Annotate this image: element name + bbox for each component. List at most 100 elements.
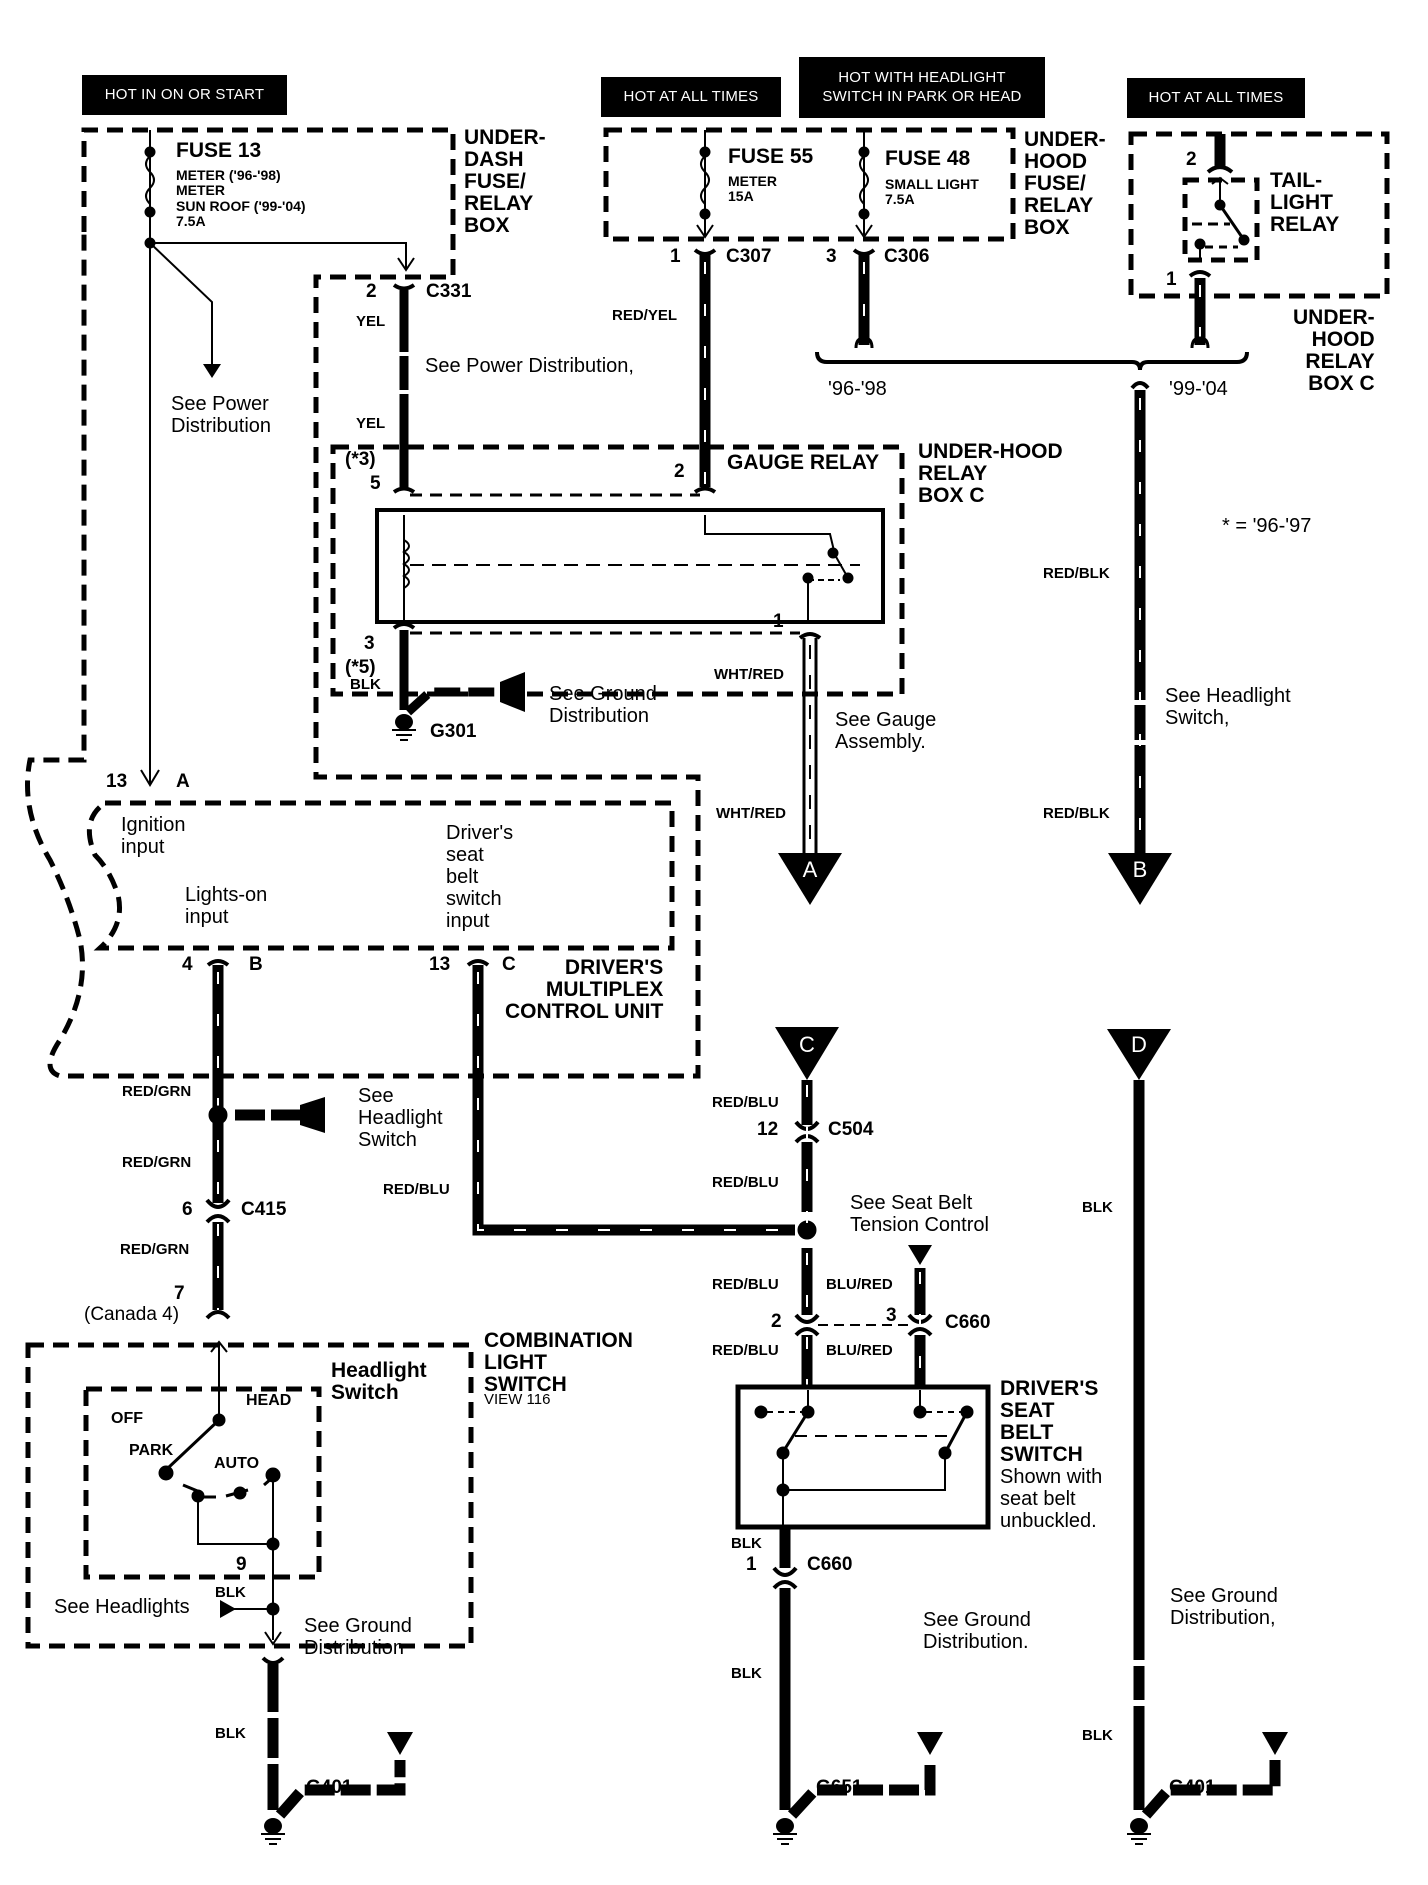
headlight-switch-label: Headlight Switch xyxy=(331,1359,427,1405)
wire-label-blk-mid-2: BLK xyxy=(731,1665,762,1682)
year-label-96-98: '96-'98 xyxy=(828,378,887,400)
c660-pin-3: 3 xyxy=(886,1305,897,1326)
offpage-d-label[interactable]: D xyxy=(1131,1032,1147,1057)
note-see-headlight-switch-left[interactable]: See Headlight Switch xyxy=(358,1085,443,1151)
c307-pin: 1 xyxy=(670,246,681,267)
underdash-box-outline xyxy=(25,127,701,1079)
note-see-ground-g301[interactable]: See Ground Distribution xyxy=(549,683,657,727)
underhood-relay-box-c-label: UNDER-HOOD RELAY BOX C xyxy=(918,440,1063,508)
wire-label-red-grn-1: RED/GRN xyxy=(122,1083,192,1100)
c331-pin: 2 xyxy=(366,281,377,302)
year-brace xyxy=(815,351,1249,371)
offpage-d-triangle xyxy=(1107,1029,1171,1080)
combination-switch-label: COMBINATION LIGHT SWITCH xyxy=(484,1329,633,1397)
mpx-a-label: A xyxy=(176,771,190,792)
g301-label: G301 xyxy=(430,721,477,742)
mpx-a-pin: 13 xyxy=(106,771,128,792)
c307-label: C307 xyxy=(726,246,772,267)
note-see-seat-belt-tension[interactable]: See Seat Belt Tension Control xyxy=(850,1192,989,1236)
taillight-relay-label: TAIL- LIGHT RELAY xyxy=(1270,169,1340,237)
fuse-13-label: FUSE 13 xyxy=(176,139,262,162)
underhood-fuse-box-label: UNDER- HOOD FUSE/ RELAY BOX xyxy=(1024,128,1106,240)
mpx-ignition-input: Ignition input xyxy=(121,814,186,858)
headlight-switch-outline xyxy=(83,1386,322,1580)
gauge-relay-label: GAUGE RELAY xyxy=(727,451,880,474)
c660-pin-1: 1 xyxy=(746,1554,757,1575)
c306-pin: 3 xyxy=(826,246,837,267)
note-see-power-distribution-1[interactable]: See Power Distribution xyxy=(171,393,272,437)
mpx-lights-on-input: Lights-on input xyxy=(185,884,268,928)
wire-label-red-grn-2: RED/GRN xyxy=(122,1154,192,1171)
wire-label-red-blk-1: RED/BLK xyxy=(1043,565,1110,582)
tail-relay-pin-1: 1 xyxy=(1166,269,1177,290)
offpage-b-triangle xyxy=(1108,853,1172,905)
wire-label-blk-right-1: BLK xyxy=(1082,1199,1113,1216)
wire-label-blk-left-2: BLK xyxy=(215,1725,246,1742)
fuse-55-desc: METER 15A xyxy=(728,173,777,205)
footnote-years: * = '96-'97 xyxy=(1222,515,1312,537)
mpx-b-pin: 4 xyxy=(182,954,193,975)
wire-label-blu-red-2: BLU/RED xyxy=(826,1342,893,1359)
note-see-headlights[interactable]: See Headlights xyxy=(54,1596,190,1618)
switch-pos-park: PARK xyxy=(129,1442,174,1459)
fuse-13-desc: METER ('96-'98) METER SUN ROOF ('99-'04)… xyxy=(176,167,306,230)
c660-label-bottom: C660 xyxy=(807,1554,853,1575)
c660-label-top: C660 xyxy=(945,1312,991,1333)
offpage-c-label[interactable]: C xyxy=(799,1032,815,1057)
fuse-48-label: FUSE 48 xyxy=(885,147,971,170)
wire-label-blu-red-1: BLU/RED xyxy=(826,1276,893,1293)
multiplex-control-unit-label: DRIVER'S MULTIPLEX CONTROL UNIT xyxy=(505,956,664,1024)
seat-belt-switch-body xyxy=(735,1384,991,1530)
c331-label: C331 xyxy=(426,281,472,302)
offpage-a-label[interactable]: A xyxy=(802,857,818,882)
hot-label-always-1: HOT AT ALL TIMES xyxy=(601,77,781,117)
note-see-ground-right[interactable]: See Ground Distribution, xyxy=(1170,1585,1278,1629)
year-label-99-04: '99-'04 xyxy=(1169,378,1228,400)
gauge-relay-outline xyxy=(330,444,905,697)
c306-label: C306 xyxy=(884,246,930,267)
taillight-relay-box-outline xyxy=(1128,131,1390,299)
offpage-b-label[interactable]: B xyxy=(1132,857,1148,882)
mpx-c-pin: 13 xyxy=(429,954,451,975)
tail-relay-pin-2: 2 xyxy=(1186,149,1197,170)
underhood-relay-box-c-right-label: UNDER- HOOD RELAY BOX C xyxy=(1293,306,1375,396)
gauge-pin-1: 1 xyxy=(773,611,784,632)
wire-label-red-blu-4: RED/BLU xyxy=(712,1342,779,1359)
gauge-relay-body xyxy=(375,508,885,624)
note-see-ground-mid[interactable]: See Ground Distribution. xyxy=(923,1609,1031,1653)
wire-label-wht-red-2: WHT/RED xyxy=(716,805,786,822)
gauge-pin-3: 3 xyxy=(364,633,375,654)
wire-label-red-blk-2: RED/BLK xyxy=(1043,805,1110,822)
wire-label-blk-mid-1: BLK xyxy=(731,1535,762,1552)
mpx-b-label: B xyxy=(249,954,263,975)
wire-label-blk-left-1: BLK xyxy=(215,1584,246,1601)
switch-pos-off: OFF xyxy=(111,1410,143,1427)
note-see-ground-left[interactable]: See Ground Distribution xyxy=(304,1615,412,1659)
hot-label-ignition: HOT IN ON OR START xyxy=(82,75,287,115)
note-see-gauge-assembly[interactable]: See Gauge Assembly. xyxy=(835,709,937,753)
wire-label-red-yel: RED/YEL xyxy=(612,307,678,324)
multiplex-box-outline xyxy=(86,800,675,951)
ground-symbol-g401-left xyxy=(261,1818,285,1845)
switch-pos-auto: AUTO xyxy=(214,1455,260,1472)
power-dist-arrow xyxy=(203,364,221,378)
note-see-power-distribution-2[interactable]: See Power Distribution, xyxy=(425,355,634,377)
comb-pin-top-alt: (Canada 4) xyxy=(84,1304,180,1325)
comb-pin-bottom: 9 xyxy=(236,1554,247,1575)
wire-label-red-blu-1: RED/BLU xyxy=(712,1094,779,1111)
c415-pin: 6 xyxy=(182,1199,193,1220)
wire-label-red-blu-mid: RED/BLU xyxy=(383,1181,450,1198)
combination-switch-outline xyxy=(25,1342,474,1649)
mpx-c-label: C xyxy=(502,954,516,975)
gauge-pin-3-alt: (*5) xyxy=(345,657,376,678)
offpage-a-triangle xyxy=(778,853,842,905)
gauge-pin-5: 5 xyxy=(370,473,381,494)
seat-belt-switch-note: Shown with seat belt unbuckled. xyxy=(1000,1466,1103,1532)
gauge-pin-2: 2 xyxy=(674,461,685,482)
offpage-c-triangle xyxy=(775,1027,839,1080)
note-see-headlight-switch-right[interactable]: See Headlight Switch, xyxy=(1165,685,1291,729)
wire-label-blk-g301: BLK xyxy=(350,676,381,693)
fuse-55-label: FUSE 55 xyxy=(728,145,814,168)
switch-pos-head: HEAD xyxy=(246,1392,292,1409)
